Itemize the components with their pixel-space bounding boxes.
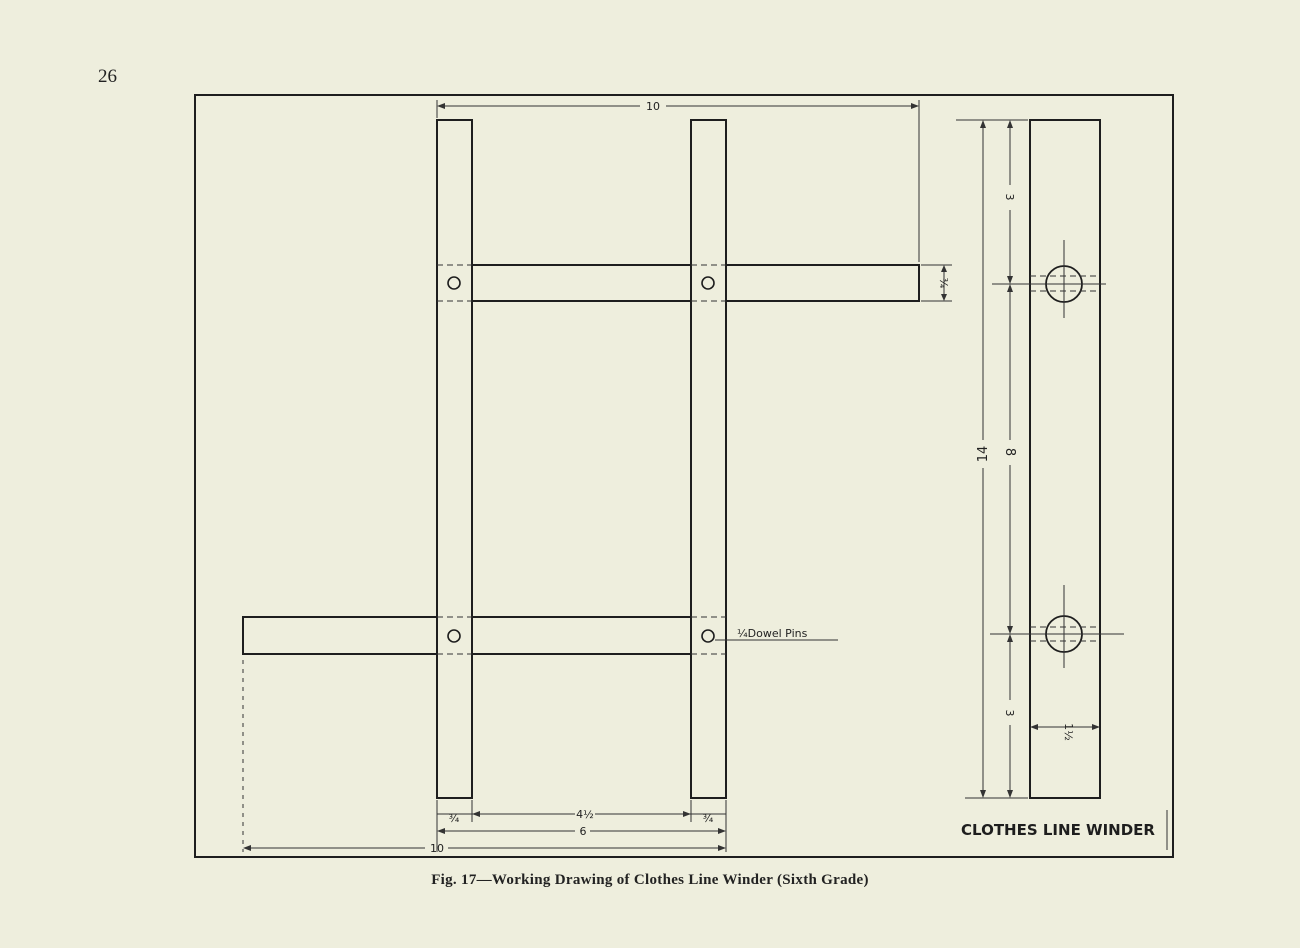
figure-caption: Fig. 17—Working Drawing of Clothes Line … — [431, 872, 869, 888]
drawing-border — [194, 94, 1174, 858]
left-upright — [436, 119, 473, 799]
dim-top-offset: 3 — [1003, 194, 1016, 201]
dim-crossbar-height: ¾ — [937, 278, 950, 289]
dim-inner-span: 6 — [580, 825, 587, 838]
dim-bottom-width: 10 — [430, 842, 444, 855]
dim-right-stick: ¾ — [703, 812, 714, 825]
dim-side-width: 1½ — [1062, 723, 1075, 741]
dowel-pin — [447, 276, 461, 290]
bottom-crossbar — [242, 616, 437, 655]
dim-bottom-offset: 3 — [1003, 710, 1016, 717]
dim-middle-length: 8 — [1002, 448, 1017, 456]
dowel-pin — [701, 629, 715, 643]
dowel-pin — [701, 276, 715, 290]
drawing-title: CLOTHES LINE WINDER — [961, 821, 1155, 839]
top-crossbar — [726, 264, 920, 302]
side-view-stick — [1029, 119, 1101, 799]
dim-center-gap: 4½ — [576, 808, 594, 821]
dim-total-length: 14 — [976, 446, 991, 463]
dim-top-width: 10 — [646, 100, 660, 113]
right-upright — [690, 119, 727, 799]
dowel-pin — [447, 629, 461, 643]
dim-left-stick: ¾ — [449, 812, 460, 825]
dowel-pin-note: ¼Dowel Pins — [737, 627, 808, 640]
page-number: 26 — [98, 66, 117, 87]
